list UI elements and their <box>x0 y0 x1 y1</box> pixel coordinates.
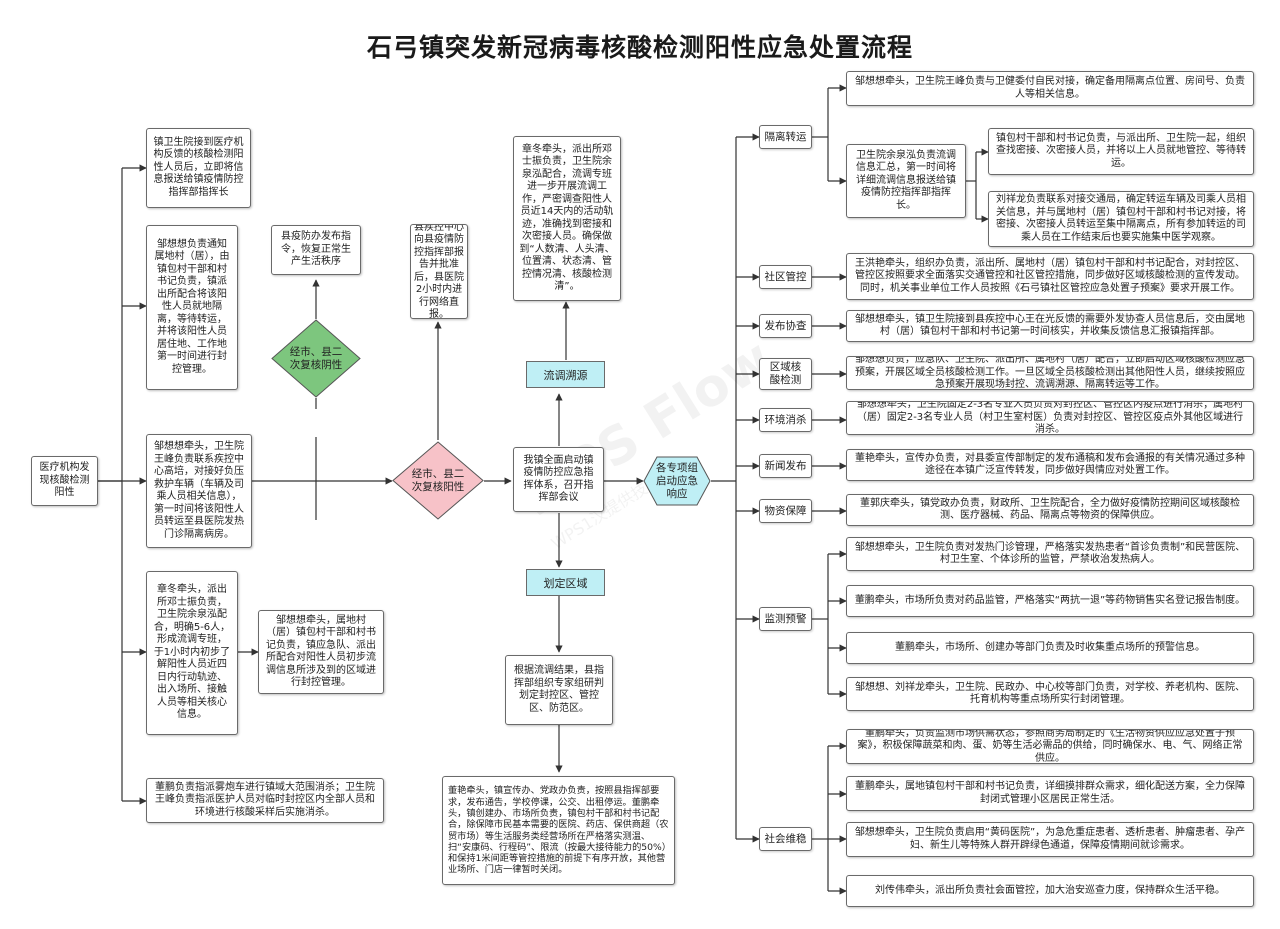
category-assist[interactable]: 发布协查 <box>759 314 812 338</box>
stability-detail-4[interactable]: 刘传伟牵头，派出所负责社会面管控，加大治安巡查力度，保持群众生活平稳。 <box>846 875 1254 907</box>
monitor-detail-1[interactable]: 邹想想牵头，卫生院负责对发热门诊管理，严格落实发热患者“首诊负责制”和民营医院、… <box>846 537 1254 571</box>
start-node-label: 医疗机构发现核酸检测阳性 <box>39 462 90 499</box>
news-detail[interactable]: 董艳牵头，宣传办负责，对县委宣传部制定的发布通稿和发布会通报的有关情况通过多种途… <box>846 449 1254 481</box>
community-detail[interactable]: 王洪艳牵头，组织办负责，派出所、属地村（居）镇包村干部和村书记配合，对封控区、管… <box>846 253 1254 300</box>
testing-detail[interactable]: 邹想想负责，应急队、卫生院、派出所、属地村（居）配合，立即启动区域核酸检测应急预… <box>846 356 1254 390</box>
diamond-negative-shape <box>271 319 361 398</box>
left-branch-disinfect[interactable]: 董鹏负责指派雾炮车进行镇域大范围消杀；卫生院王峰负责指派医护人员对临时封控区内全… <box>146 778 384 823</box>
left-branch-followup[interactable]: 邹想想牵头，属地村（居）镇包村干部和村书记负责，镇应急队、派出所配合对阳性人员初… <box>258 610 384 694</box>
monitor-detail-4[interactable]: 邹想想、刘祥龙牵头，卫生院、民政办、中心校等部门负责，对学校、养老机构、医院、托… <box>846 677 1254 711</box>
diamond-positive-label: 经市、县二次复核阳性 <box>411 467 465 493</box>
zone-measures[interactable]: 董艳牵头，镇宣传办、党政办负责，按照县指挥部要求，发布通告，学校停课，公交、出租… <box>442 776 675 885</box>
stability-detail-3[interactable]: 邹想想牵头，卫生院负责启用“黄码医院”，为急危重症患者、透析患者、肿瘤患者、孕产… <box>846 822 1254 857</box>
left-branch-transfer[interactable]: 邹想想牵头，卫生院王峰负责联系疾控中心高培，对接好负压救护车辆（车辆及司乘人员相… <box>146 434 252 548</box>
left-branch-tracing-team[interactable]: 章冬牵头，派出所邓士振负责，卫生院余泉泓配合，明确5-6人，形成流调专班，于1小… <box>146 571 238 735</box>
monitor-detail-3[interactable]: 董鹏牵头，市场所、创建办等部门负责及时收集重点场所的预警信息。 <box>846 632 1254 664</box>
stability-detail-2[interactable]: 董鹏牵头，属地镇包村干部和村书记负责，详细摸排群众需求，细化配送方案，全力保障封… <box>846 776 1254 811</box>
monitor-detail-2[interactable]: 董鹏牵头，市场所负责对药品监管，严格落实“两抗一退”等药物销售实名登记报告制度。 <box>846 585 1254 617</box>
zone-label[interactable]: 划定区域 <box>526 569 605 596</box>
positive-result[interactable]: 县疾控中心向县疫情防控指挥部报告并批准后，县医院2小时内进行网络直报。 <box>410 224 468 319</box>
page-title: 石弓镇突发新冠病毒核酸检测阳性应急处置流程 <box>366 33 913 62</box>
command-center[interactable]: 我镇全面启动镇疫情防控应急指挥体系，召开指挥部会议 <box>513 447 604 512</box>
hexagon-shape <box>643 456 711 506</box>
category-community[interactable]: 社区管控 <box>759 265 812 289</box>
supplies-detail[interactable]: 董郭庆牵头，镇党政办负责，财政所、卫生院配合，全力做好疫情防控期间区域核酸检测、… <box>846 494 1254 526</box>
hexagon-label: 各专项组启动应急响应 <box>656 461 698 500</box>
category-testing[interactable]: 区域核酸检测 <box>759 358 812 390</box>
category-monitor[interactable]: 监测预警 <box>759 607 812 631</box>
diamond-positive[interactable]: 经市、县二次复核阳性 <box>392 441 484 520</box>
isolation-detail-1[interactable]: 邹想想牵头，卫生院王峰负责与卫健委付自民对接，确定备用隔离点位置、房间号、负责人… <box>846 71 1254 106</box>
hexagon-response[interactable]: 各专项组启动应急响应 <box>643 456 711 506</box>
isolation-detail-2a[interactable]: 镇包村干部和村书记负责，与派出所、卫生院一起，组织查找密接、次密接人员，并将以上… <box>988 128 1254 175</box>
category-isolation[interactable]: 隔离转运 <box>759 125 812 149</box>
disinfect-detail[interactable]: 邹想想牵头，卫生院固定2-3名专业人员负责对封控区、管控区内疫点进行消杀；属地村… <box>846 401 1254 435</box>
zone-detail[interactable]: 根据流调结果，县指挥部组织专家组研判划定封控区、管控区、防范区。 <box>505 655 613 725</box>
category-supplies[interactable]: 物资保障 <box>759 499 812 523</box>
isolation-detail-2b[interactable]: 刘祥龙负责联系对接交通局，确定转运车辆及司乘人员相关信息，并与属地村（居）镇包村… <box>988 191 1254 247</box>
assist-detail[interactable]: 邹想想牵头，镇卫生院接到县疾控中心王在光反馈的需要外发协查人员信息后，交由属地村… <box>846 310 1254 342</box>
category-news[interactable]: 新闻发布 <box>759 454 812 478</box>
stability-detail-1[interactable]: 董鹏牵头，负责监测市场供需状态，参照商务局制定的《生活物资供应应急处置子预案》，… <box>846 729 1254 764</box>
left-branch-report[interactable]: 镇卫生院接到医疗机构反馈的核酸检测阳性人员后，立即将信息报送给镇疫情防控指挥部指… <box>146 128 251 208</box>
diamond-negative-label: 经市、县二次复核阴性 <box>289 345 343 371</box>
diamond-positive-shape <box>392 441 484 520</box>
negative-result[interactable]: 县疫防办发布指令，恢复正常生产生活秩序 <box>271 225 361 275</box>
start-node[interactable]: 医疗机构发现核酸检测阳性 <box>31 456 98 506</box>
left-branch-isolate[interactable]: 邹想想负责通知属地村（居），由镇包村干部和村书记负责，镇派出所配合将该阳性人员就… <box>146 225 238 390</box>
tracing-label[interactable]: 流调溯源 <box>526 361 605 388</box>
category-stability[interactable]: 社会维稳 <box>759 827 812 851</box>
category-disinfect[interactable]: 环境消杀 <box>759 408 812 432</box>
tracing-detail[interactable]: 章冬牵头，派出所邓士振负责，卫生院余泉泓配合，流调专班进一步开展流调工作，严密调… <box>513 136 621 301</box>
isolation-detail-2[interactable]: 卫生院余泉泓负责流调信息汇总，第一时间将详细流调信息报送给镇疫情防控指挥部指挥长… <box>846 144 966 218</box>
diamond-negative[interactable]: 经市、县二次复核阴性 <box>271 319 361 398</box>
